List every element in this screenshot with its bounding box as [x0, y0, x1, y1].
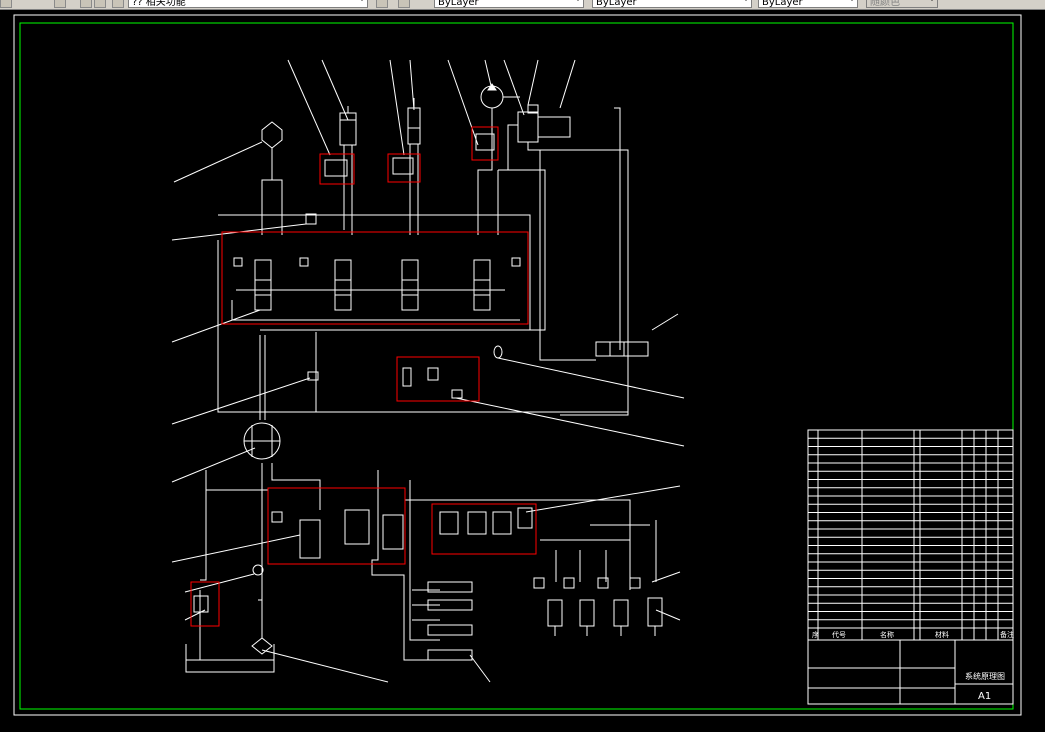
chevron-down-icon: [929, 0, 935, 1]
plot-style-dropdown-value: 随颜色: [870, 0, 900, 8]
sheet-outer-border: [13, 14, 1022, 716]
cad-toolbar: ?? 相关功能 ByLayer ByLayer ByLayer 随颜色: [0, 0, 1045, 10]
menu-button[interactable]: [0, 0, 12, 8]
header-name: 名称: [880, 630, 894, 639]
layer-freeze-icon[interactable]: [94, 0, 106, 8]
vertical-cylinders: [533, 577, 663, 636]
pump-motor-top: [477, 83, 629, 416]
cylinder-2: [407, 98, 421, 235]
lower-valve-group: [271, 507, 533, 559]
layer-dropdown-value: ?? 相关功能: [132, 0, 186, 8]
sheet-inner-frame: [19, 22, 1014, 710]
layer-dropdown[interactable]: ?? 相关功能: [128, 0, 368, 8]
header-material: 材料: [935, 630, 949, 639]
linetype-dropdown[interactable]: ByLayer: [592, 0, 752, 8]
highlight-boxes: [190, 126, 537, 627]
valve-block-main: [231, 213, 521, 321]
make-current-layer-icon[interactable]: [376, 0, 388, 8]
header-seq: 序: [812, 630, 819, 639]
small-cylinders: [427, 581, 473, 661]
motor-top-left: [261, 121, 283, 235]
linetype-dropdown-value: ByLayer: [596, 0, 637, 8]
middle-valve-group: [307, 341, 649, 399]
chevron-down-icon: [849, 0, 855, 1]
drawing-canvas[interactable]: 序 代号 名称 材料 备注 系统原理图 A1: [0, 10, 1045, 728]
layer-state-icon[interactable]: [80, 0, 92, 8]
plot-style-dropdown[interactable]: 随颜色: [866, 0, 938, 8]
leader-lines: [171, 59, 685, 683]
lineweight-dropdown[interactable]: ByLayer: [758, 0, 858, 8]
lineweight-dropdown-value: ByLayer: [762, 0, 803, 8]
main-pump: [243, 422, 281, 460]
sheet-size: A1: [978, 691, 991, 702]
header-code: 代号: [832, 630, 846, 639]
pressure-lines: [200, 107, 657, 661]
layer-lock-icon[interactable]: [112, 0, 124, 8]
cylinder-1: [339, 106, 357, 235]
title-block-rows: [808, 437, 1013, 629]
chevron-down-icon: [359, 0, 365, 1]
layer-properties-icon[interactable]: [54, 0, 66, 8]
reservoir: [185, 564, 275, 673]
header-note: 备注: [1000, 630, 1014, 639]
color-dropdown[interactable]: ByLayer: [434, 0, 584, 8]
relief-valve-cluster: [324, 133, 495, 177]
chevron-down-icon: [743, 0, 749, 1]
layer-previous-icon[interactable]: [398, 0, 410, 8]
drawing-name: 系统原理图: [965, 671, 1005, 681]
color-dropdown-value: ByLayer: [438, 0, 479, 8]
hydraulic-schematic: 序 代号 名称 材料 备注 系统原理图 A1: [13, 14, 1022, 716]
chevron-down-icon: [575, 0, 581, 1]
